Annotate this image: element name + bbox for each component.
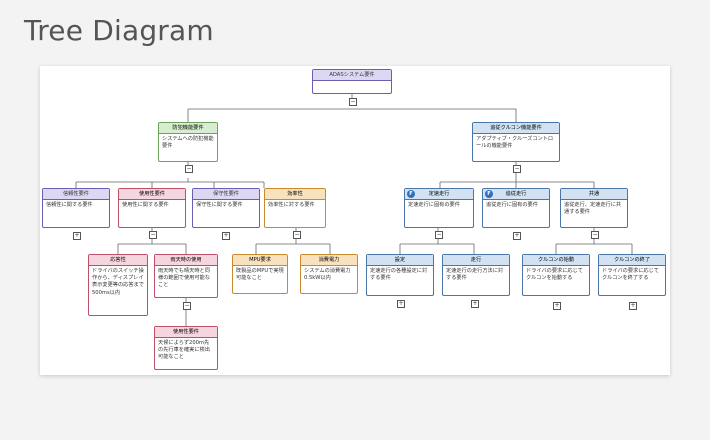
node-body: 定速走行の各種設定に対する要件	[370, 268, 428, 282]
collapse-toggle[interactable]: −	[513, 165, 521, 173]
node-hoan[interactable]: 防犯機能要件 システムへの防犯機能要件	[158, 122, 218, 162]
node-body: ドライバの要求に応じてクルコンを始動する	[526, 268, 583, 282]
node-header: 追従クルコン機能要件	[473, 123, 559, 134]
node-header: 消費電力	[301, 255, 357, 266]
node-maintainability[interactable]: 保守性要件 保守性に関する要件	[192, 188, 260, 228]
node-header: 使用性要件	[119, 189, 185, 200]
node-header: MPU要求	[233, 255, 287, 266]
collapse-toggle[interactable]: −	[183, 302, 191, 310]
collapse-toggle[interactable]: −	[185, 165, 193, 173]
expand-toggle[interactable]: +	[513, 232, 521, 240]
node-header: 共通	[561, 189, 627, 200]
node-body: アダプティブ・クルーズコントロールの機能要件	[476, 136, 554, 150]
node-header: 応答性	[89, 255, 147, 266]
expand-toggle[interactable]: +	[222, 232, 230, 240]
node-header: 信頼性要件	[43, 189, 109, 200]
node-body: ドライバの要求に応じてクルコンを終了する	[602, 268, 659, 282]
node-efficiency[interactable]: 効率性 効率性に対する要件	[264, 188, 326, 228]
node-body: 効率性に対する要件	[268, 202, 315, 208]
node-header: ADASシステム要件	[313, 70, 391, 81]
node-header: 使用性要件	[155, 327, 217, 338]
node-header: 保守性要件	[193, 189, 259, 200]
page-title: Tree Diagram	[24, 14, 214, 47]
node-reliability[interactable]: 信頼性要件 信頼性に関する要件	[42, 188, 110, 228]
node-body: 使用性に関する要件	[122, 202, 169, 208]
node-body	[313, 81, 391, 85]
node-body: 追従走行、定速走行に共通する要件	[564, 202, 622, 216]
node-usage-requirement[interactable]: 使用性要件 天候によらず200m先の先行車を確実に検出可能なこと	[154, 326, 218, 370]
expand-toggle[interactable]: +	[73, 232, 81, 240]
expand-toggle[interactable]: +	[553, 302, 561, 310]
node-responsiveness[interactable]: 応答性 ドライバのスイッチ操作から、ディスプレイ表示変更等の応答まで500ms以…	[88, 254, 148, 316]
node-body: システムへの防犯機能要件	[162, 136, 214, 150]
node-body: 追従走行に固有の要件	[486, 202, 538, 208]
connector-lines	[75, 94, 633, 326]
function-badge-icon: F	[485, 190, 493, 198]
collapse-toggle[interactable]: −	[149, 231, 157, 239]
node-setting[interactable]: 設定 定速走行の各種設定に対する要件	[366, 254, 434, 296]
expand-toggle[interactable]: +	[471, 300, 479, 308]
node-header: クルコンの始動	[523, 255, 589, 266]
node-header: 効率性	[265, 189, 325, 200]
node-body: 保守性に関する要件	[196, 202, 243, 208]
node-body: 定速走行に固有の要件	[408, 202, 460, 208]
node-cruise-start[interactable]: クルコンの始動 ドライバの要求に応じてクルコンを始動する	[522, 254, 590, 296]
node-driving[interactable]: 走行 定速走行の走行方法に対する要件	[442, 254, 510, 296]
node-header: 防犯機能要件	[159, 123, 217, 134]
node-header: クルコンの終了	[599, 255, 665, 266]
node-body: ドライバのスイッチ操作から、ディスプレイ表示変更等の応答まで500ms以内	[92, 268, 144, 296]
node-root[interactable]: ADASシステム要件	[312, 69, 392, 94]
expand-toggle[interactable]: +	[397, 300, 405, 308]
collapse-toggle[interactable]: −	[293, 231, 301, 239]
node-usability[interactable]: 使用性要件 使用性に関する要件	[118, 188, 186, 228]
node-body: 信頼性に関する要件	[46, 202, 93, 208]
collapse-toggle[interactable]: −	[435, 231, 443, 239]
node-power[interactable]: 消費電力 システムの消費電力0.5kW以内	[300, 254, 358, 294]
node-cruise-end[interactable]: クルコンの終了 ドライバの要求に応じてクルコンを終了する	[598, 254, 666, 296]
node-cruise[interactable]: 追従クルコン機能要件 アダプティブ・クルーズコントロールの機能要件	[472, 122, 560, 162]
diagram-canvas: ADASシステム要件 − 防犯機能要件 システムへの防犯機能要件 − 追従クルコ…	[40, 66, 670, 375]
collapse-toggle[interactable]: −	[591, 231, 599, 239]
node-rain-use[interactable]: 雨天時の使用 雨天時でも晴天時と同様の範囲で使用可能なこと	[154, 254, 218, 298]
collapse-toggle[interactable]: −	[349, 98, 357, 106]
node-body: 天候によらず200m先の先行車を確実に検出可能なこと	[158, 340, 210, 361]
node-body: システムの消費電力0.5kW以内	[304, 268, 351, 282]
node-header: 走行	[443, 255, 509, 266]
function-badge-icon: F	[407, 190, 415, 198]
node-common[interactable]: 共通 追従走行、定速走行に共通する要件	[560, 188, 628, 228]
node-body: 定速走行の走行方法に対する要件	[446, 268, 504, 282]
expand-toggle[interactable]: +	[629, 302, 637, 310]
node-mpu[interactable]: MPU要求 既製品のMPUで実現可能なこと	[232, 254, 288, 294]
node-body: 既製品のMPUで実現可能なこと	[236, 268, 284, 282]
node-header: 設定	[367, 255, 433, 266]
node-header: 雨天時の使用	[155, 255, 217, 266]
node-body: 雨天時でも晴天時と同様の範囲で使用可能なこと	[158, 268, 210, 289]
